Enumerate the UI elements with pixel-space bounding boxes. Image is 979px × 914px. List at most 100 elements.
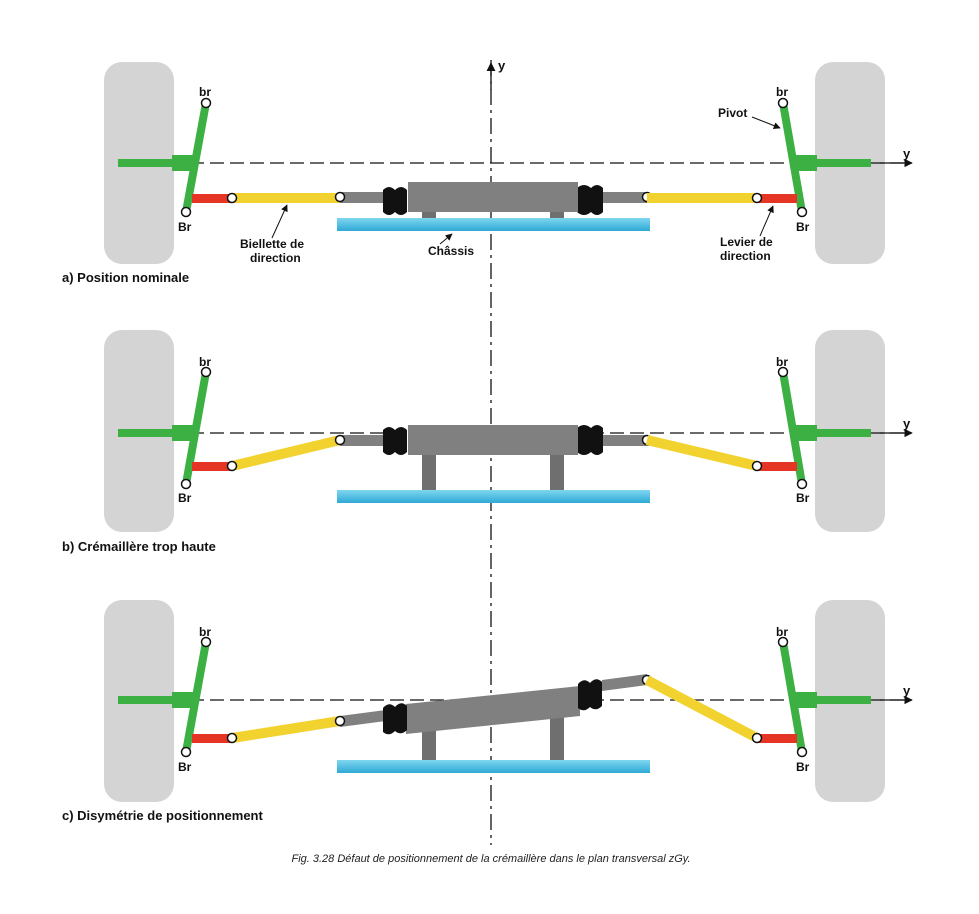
left-lower-point-label: Br	[178, 760, 192, 774]
right-upper-point-label: br	[776, 625, 788, 639]
rack-mount-right	[550, 455, 564, 490]
right-tie-rod	[647, 193, 757, 203]
chassis-label: Châssis	[428, 244, 474, 258]
right-upper-ball-joint	[777, 366, 789, 378]
right-steering-arm	[757, 462, 797, 471]
right-lower-point-label: Br	[796, 220, 810, 234]
left-kingpin	[182, 371, 210, 485]
right-tie-rod-joint	[751, 192, 763, 204]
rack-left-end-joint	[334, 715, 346, 727]
rack-housing	[408, 425, 578, 455]
chassis-bar	[337, 218, 650, 231]
vertical-axis-label: y	[498, 58, 506, 73]
panel-b-caption: b) Crémaillère trop haute	[62, 539, 216, 554]
right-kingpin	[779, 641, 806, 753]
left-kingpin	[182, 641, 210, 753]
rack-housing	[406, 686, 580, 734]
right-axle	[793, 159, 871, 167]
right-steering-arm	[757, 194, 797, 203]
left-hub	[172, 425, 194, 441]
rack-boot-right	[577, 425, 603, 455]
right-tie-rod	[645, 435, 759, 471]
biellette-label-line2: direction	[250, 251, 301, 265]
biellette-label-line1: Biellette de	[240, 237, 304, 251]
panel-a: y br Br br Br Pivot	[62, 62, 913, 285]
right-tie-rod-joint	[751, 732, 763, 744]
left-lower-point-label: Br	[178, 491, 192, 505]
left-axle	[118, 696, 198, 704]
horizontal-axis-label: y	[903, 146, 911, 161]
rack-mount-right	[550, 210, 564, 218]
right-tie-rod-joint	[751, 460, 763, 472]
left-hub	[172, 155, 194, 171]
right-lower-ball-joint	[796, 206, 808, 218]
rack-mount-left	[422, 210, 436, 218]
left-upper-point-label: br	[199, 625, 211, 639]
left-tie-rod-joint	[226, 192, 238, 204]
rack-boot-right	[578, 679, 602, 711]
right-upper-point-label: br	[776, 85, 788, 99]
chassis-bar	[337, 490, 650, 503]
left-hub	[172, 692, 194, 708]
right-upper-ball-joint	[777, 636, 789, 648]
left-steering-arm	[192, 194, 232, 203]
right-lower-ball-joint	[796, 746, 808, 758]
left-upper-point-label: br	[199, 85, 211, 99]
rack-rod-left	[340, 192, 385, 203]
rack-mount-right	[550, 716, 564, 760]
panel-b: y br Br br Br b) Crémaillère trop haute	[62, 330, 913, 554]
rack-boot-left	[383, 703, 407, 735]
panel-c: y br Br br Br c) Disymétrie de positionn…	[62, 600, 913, 823]
right-hub	[795, 692, 817, 708]
left-tie-rod-joint	[226, 460, 238, 472]
right-lower-point-label: Br	[796, 760, 810, 774]
left-tie-rod	[232, 193, 340, 203]
panel-c-caption: c) Disymétrie de positionnement	[62, 808, 263, 823]
horizontal-axis-label: y	[903, 416, 911, 431]
left-tie-rod	[231, 716, 341, 743]
figure-caption: Fig. 3.28 Défaut de positionnement de la…	[291, 853, 690, 865]
left-axle	[118, 429, 198, 437]
left-upper-ball-joint	[200, 366, 212, 378]
chassis-leader	[439, 233, 453, 245]
rack-housing	[408, 182, 578, 212]
levier-label-line1: Levier de	[720, 235, 773, 249]
rack-left-end-joint	[334, 434, 346, 446]
rack-boot-right	[577, 185, 603, 215]
right-kingpin	[779, 102, 806, 213]
pivot-label: Pivot	[718, 106, 747, 120]
pivot-leader	[751, 116, 781, 129]
left-steering-arm	[192, 462, 232, 471]
rack-boot-left	[383, 427, 407, 455]
left-upper-ball-joint	[200, 636, 212, 648]
rack-rod-right	[603, 192, 649, 203]
left-lower-ball-joint	[180, 206, 192, 218]
right-lower-ball-joint	[796, 478, 808, 490]
rack-boot-left	[383, 187, 407, 215]
panel-a-caption: a) Position nominale	[62, 270, 189, 285]
right-upper-point-label: br	[776, 355, 788, 369]
rack-rod-left	[340, 435, 385, 446]
right-tie-rod	[644, 675, 760, 743]
right-upper-ball-joint	[777, 97, 789, 109]
left-axle	[118, 159, 198, 167]
left-kingpin	[182, 102, 210, 213]
right-kingpin	[779, 371, 806, 485]
left-upper-ball-joint	[200, 97, 212, 109]
rack-mount-left	[422, 724, 436, 760]
horizontal-axis-label: y	[903, 683, 911, 698]
right-lower-point-label: Br	[796, 491, 810, 505]
levier-label-line2: direction	[720, 249, 771, 263]
chassis-bar	[337, 760, 650, 773]
biellette-leader	[271, 204, 288, 239]
rack-rod-right	[603, 435, 649, 446]
left-upper-point-label: br	[199, 355, 211, 369]
left-tie-rod	[230, 435, 342, 471]
rack-rod-left	[340, 710, 386, 727]
rack-left-end-joint	[334, 191, 346, 203]
right-hub	[795, 425, 817, 441]
right-axle	[793, 429, 871, 437]
rack-rod-right	[602, 674, 647, 691]
